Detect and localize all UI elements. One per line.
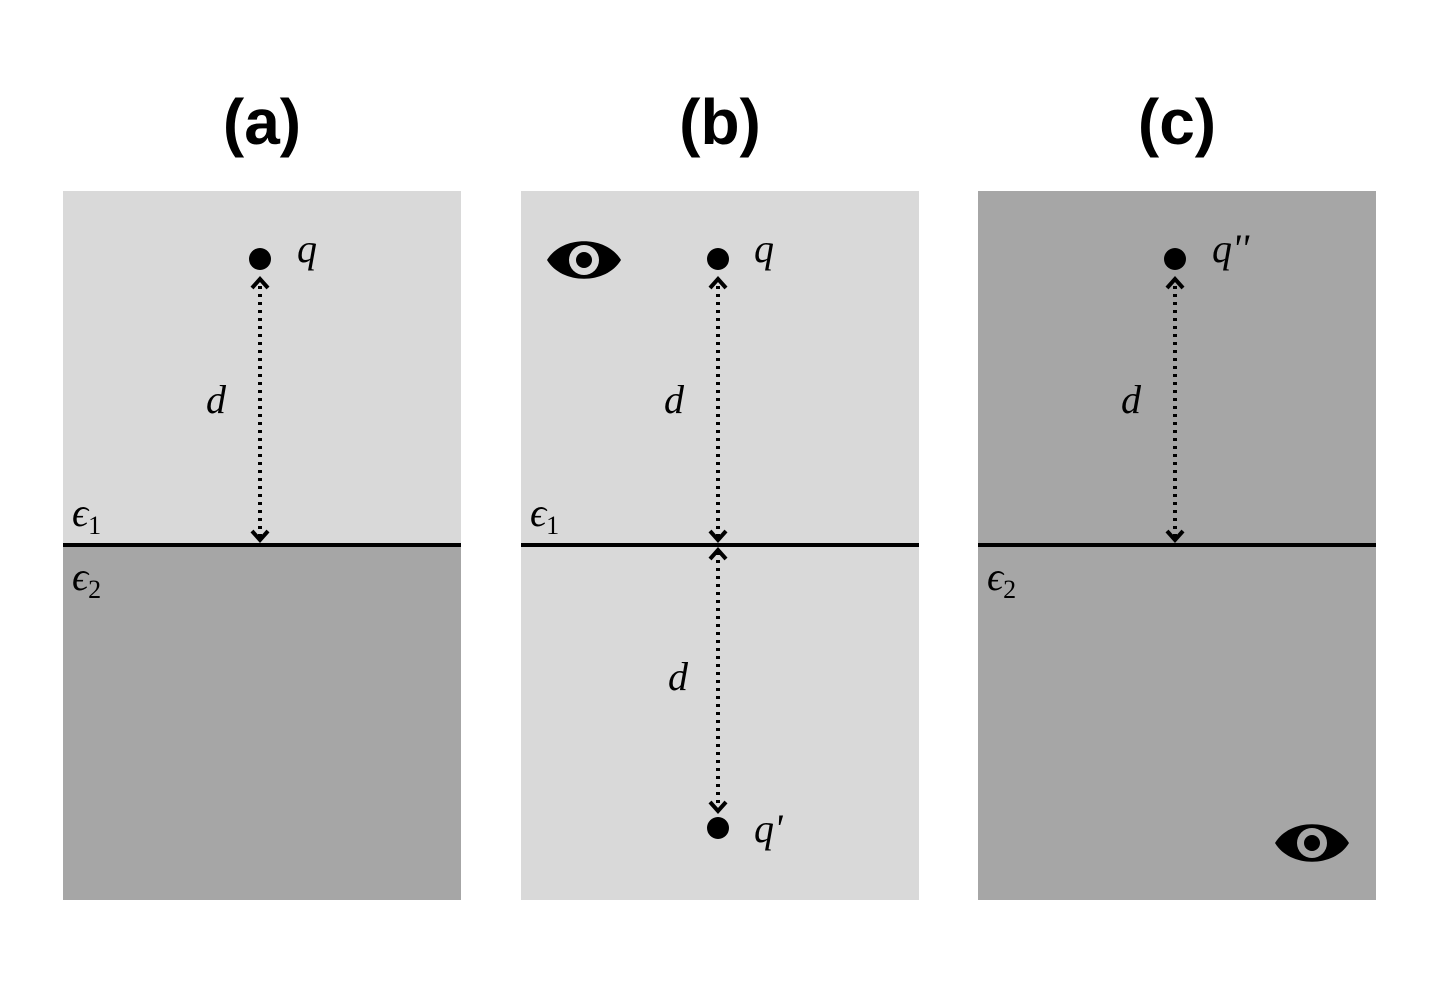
panel-a: q d ϵ1 ϵ2 — [63, 191, 461, 900]
panel-a-lower-medium-label: ϵ2 — [72, 554, 101, 604]
panel-b-charge-dot — [707, 248, 729, 270]
panel-b-arrowhead-mid-down — [708, 529, 728, 544]
panel-b-distance-label: d — [664, 377, 685, 422]
panel-c-charge-label: q'' — [1212, 226, 1251, 271]
panel-a-upper-medium-label: ϵ1 — [72, 490, 101, 540]
panel-b-image-charge-dot — [707, 817, 729, 839]
panel-b-arrowhead-bottom — [708, 800, 728, 815]
panel-b-upper-medium-label: ϵ1 — [530, 490, 559, 540]
panel-a-lower-region — [63, 545, 461, 900]
panel-b-image-charge-label: q' — [754, 806, 784, 851]
panel-b-image-distance-label: d — [668, 654, 689, 699]
panel-c-lower-medium-label: ϵ2 — [987, 554, 1016, 604]
panel-c-distance-label: d — [1121, 377, 1142, 422]
panel-c-arrowhead-bottom — [1165, 529, 1185, 544]
panel-b-arrowhead-mid-up — [708, 546, 728, 561]
panel-b-charge-label: q — [754, 226, 774, 271]
panel-c-title: (c) — [1137, 86, 1217, 158]
panel-a-arrowhead-top — [250, 275, 270, 290]
panel-a-charge-label: q — [297, 226, 317, 271]
panel-a-distance-label: d — [206, 377, 227, 422]
panel-a-title: (a) — [222, 86, 302, 158]
panel-b: q q' d d ϵ1 — [521, 191, 919, 900]
panel-b-arrowhead-top — [708, 275, 728, 290]
panel-c-eye-icon — [1275, 824, 1349, 862]
panel-b-eye-icon — [547, 241, 621, 279]
panel-c: q'' d ϵ2 — [978, 191, 1376, 900]
panel-b-title: (b) — [679, 86, 761, 158]
panel-c-charge-dot — [1164, 248, 1186, 270]
panel-c-arrowhead-top — [1165, 275, 1185, 290]
panel-a-arrowhead-bottom — [250, 529, 270, 544]
panel-a-charge-dot — [249, 248, 271, 270]
